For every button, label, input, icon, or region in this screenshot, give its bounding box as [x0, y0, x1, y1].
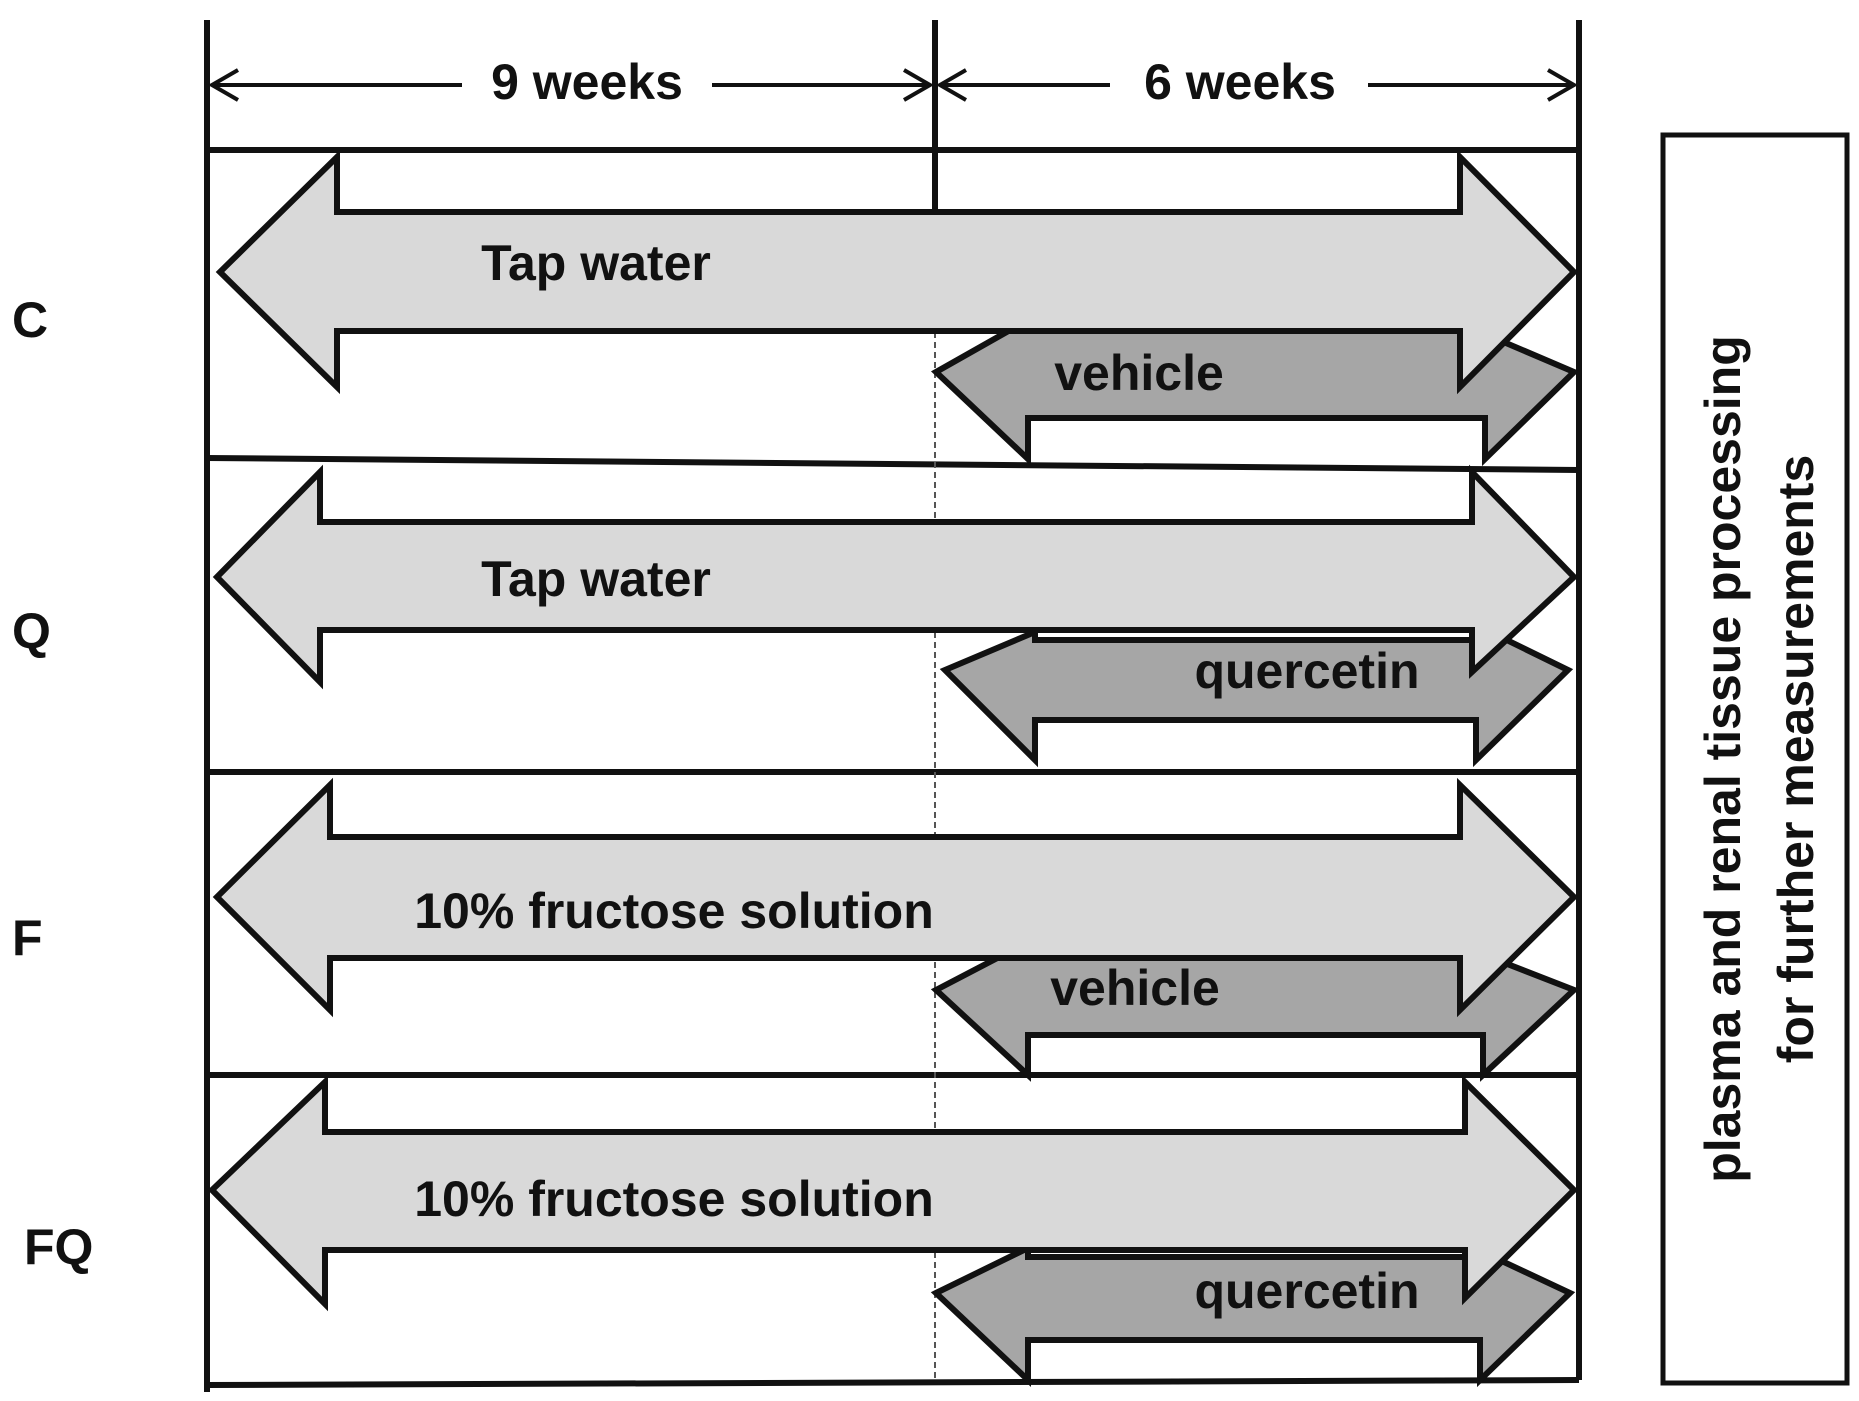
group-row-fq: 10% fructose solution quercetin FQ: [24, 1074, 1579, 1388]
endpoint-label-line1: plasma and renal tissue processing: [1695, 335, 1751, 1183]
period-2-left-arrowhead: [935, 68, 967, 102]
drink-label-c: Tap water: [481, 235, 711, 291]
row-separator-1: [206, 455, 1580, 473]
endpoint-label-line2: for further measurements: [1768, 455, 1824, 1064]
group-label-fq: FQ: [24, 1219, 93, 1275]
group-label-c: C: [12, 292, 48, 348]
drink-label-fq: 10% fructose solution: [414, 1171, 934, 1227]
period-2-label: 6 weeks: [1144, 54, 1336, 110]
group-label-f: F: [12, 910, 43, 966]
group-row-f: 10% fructose solution vehicle F: [12, 777, 1580, 1082]
period-arrows: [207, 68, 1579, 102]
drink-label-q: Tap water: [481, 551, 711, 607]
treatment-label-c: vehicle: [1054, 345, 1224, 401]
drink-arrow-q: [212, 464, 1579, 690]
drink-label-f: 10% fructose solution: [414, 883, 934, 939]
endpoint-box-frame: [1660, 132, 1850, 1386]
endpoint-box: plasma and renal tissue processing for f…: [1660, 132, 1850, 1386]
row-separator-4: [206, 1377, 1580, 1388]
treatment-arrow-fq: [930, 1243, 1576, 1388]
group-row-c: Tap water vehicle C: [12, 149, 1580, 467]
group-label-q: Q: [12, 603, 51, 659]
period-1-right-arrowhead: [903, 68, 935, 102]
timeline-frame: [204, 20, 1582, 1392]
drink-arrow-fq: [207, 1074, 1579, 1312]
period-1-label: 9 weeks: [491, 54, 683, 110]
period-1-left-arrowhead: [207, 68, 239, 102]
period-2-right-arrowhead: [1547, 68, 1579, 102]
drink-arrow-c: [215, 149, 1579, 395]
treatment-label-fq: quercetin: [1194, 1263, 1419, 1319]
treatment-label-q: quercetin: [1194, 643, 1419, 699]
group-row-q: Tap water quercetin Q: [12, 464, 1579, 768]
drink-arrow-f: [212, 777, 1579, 1018]
treatment-arrow-q: [939, 620, 1574, 768]
treatment-label-f: vehicle: [1050, 960, 1220, 1016]
